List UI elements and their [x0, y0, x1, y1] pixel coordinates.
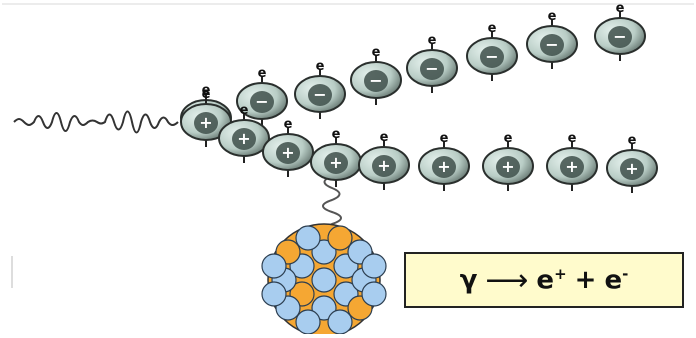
positron-charge-sign: + [437, 157, 450, 176]
electron-charge-sign: − [425, 59, 438, 78]
nucleus [261, 223, 387, 337]
positron-charge-sign: + [199, 113, 212, 132]
nucleon [295, 225, 321, 251]
electron-label: e [258, 66, 267, 81]
nucleon [295, 309, 321, 335]
positron-charge-sign: + [329, 153, 342, 172]
electron-label: e [548, 9, 557, 24]
incoming-photon-wave [13, 110, 179, 134]
positron-label: e [380, 130, 389, 145]
equation-box: γ ⟶ e+ + e- [404, 252, 684, 308]
electron-label: e [316, 59, 325, 74]
positron-charge-sign: + [281, 143, 294, 162]
positron-charge-sign: + [237, 129, 250, 148]
nucleon [261, 281, 287, 307]
nucleon [327, 225, 353, 251]
electron-label: e [488, 21, 497, 36]
positron-particle: e+ [358, 130, 410, 190]
electron-charge-sign: − [369, 71, 382, 90]
positron-symbol: e+ [536, 264, 567, 296]
gamma-symbol: γ [459, 265, 478, 295]
electron-label: e [616, 1, 625, 16]
electron-charge-sign: − [485, 47, 498, 66]
positron-charge-sign: + [625, 159, 638, 178]
positron-particle: e+ [482, 131, 534, 191]
positron-label: e [284, 117, 293, 132]
electron-particle: e− [594, 1, 646, 61]
positron-label: e [240, 103, 249, 118]
nucleon [311, 295, 337, 321]
electron-particle: e− [236, 66, 288, 126]
electron-label: e [372, 45, 381, 60]
positron-particle: e+ [262, 117, 314, 177]
nucleon [361, 253, 387, 279]
positron-label: e [568, 131, 577, 146]
electron-particle: e− [526, 9, 578, 69]
nucleon [361, 281, 387, 307]
positron-charge-sign: + [565, 157, 578, 176]
electron-particle: e− [406, 33, 458, 93]
electron-charge-sign: − [545, 35, 558, 54]
nucleon [327, 309, 353, 335]
nucleon [311, 239, 337, 265]
electron-label: e [428, 33, 437, 48]
electron-particle: e− [350, 45, 402, 105]
electron-symbol: e- [604, 264, 629, 296]
positron-particle: e+ [418, 131, 470, 191]
positron-charge-sign: + [501, 157, 514, 176]
positron-label: e [504, 131, 513, 146]
plus-sign: + [574, 265, 597, 295]
electron-charge-sign: − [255, 92, 268, 111]
positron-particle: e+ [546, 131, 598, 191]
electron-label: e [202, 83, 211, 98]
electron-particle: e− [294, 59, 346, 119]
electron-particle: e− [466, 21, 518, 81]
positron-label: e [628, 133, 637, 148]
nucleon [261, 253, 287, 279]
positron-particle: e+ [218, 103, 270, 163]
nucleon [311, 267, 337, 293]
reaction-arrow: ⟶ [485, 262, 529, 298]
positron-label: e [440, 131, 449, 146]
positron-label: e [202, 87, 211, 102]
positron-label: e [332, 127, 341, 142]
electron-charge-sign: − [613, 27, 626, 46]
positron-particle: e+ [606, 133, 658, 193]
positron-particle: e+ [310, 127, 362, 187]
pair-production-equation: γ ⟶ e+ + e- [406, 254, 682, 306]
electron-charge-sign: − [313, 85, 326, 104]
positron-charge-sign: + [377, 156, 390, 175]
